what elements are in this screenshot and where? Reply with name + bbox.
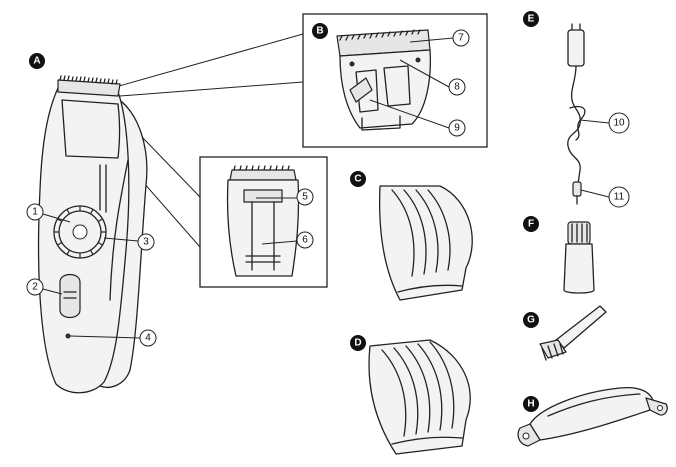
oil-bottle xyxy=(563,221,595,294)
callout-label-3: 3 xyxy=(143,237,149,248)
part-badge-f: F xyxy=(523,216,539,232)
callout-4: 4 xyxy=(139,329,157,347)
callout-3: 3 xyxy=(137,233,155,251)
callout-9: 9 xyxy=(448,119,466,137)
callout-7: 7 xyxy=(452,29,470,47)
callout-label-10: 10 xyxy=(613,118,625,129)
callout-2: 2 xyxy=(26,278,44,296)
callout-6: 6 xyxy=(296,231,314,249)
cleaning-brush xyxy=(539,305,607,361)
part-label-d: D xyxy=(354,338,361,349)
callout-label-2: 2 xyxy=(32,282,38,293)
part-label-e: E xyxy=(528,14,535,25)
callout-label-1: 1 xyxy=(32,207,38,218)
part-label-g: G xyxy=(527,315,535,326)
attachment-detail xyxy=(226,165,300,277)
part-label-f: F xyxy=(528,219,534,230)
callout-10: 10 xyxy=(608,112,630,134)
callout-label-4: 4 xyxy=(145,333,151,344)
trimmer-body xyxy=(37,75,148,394)
callout-8: 8 xyxy=(448,78,466,96)
callout-label-11: 11 xyxy=(614,192,625,203)
blade-teeth xyxy=(59,75,118,85)
blade-detail xyxy=(336,29,432,131)
part-badge-d: D xyxy=(350,335,366,351)
comb-attachment-small xyxy=(379,185,473,301)
part-label-b: B xyxy=(316,26,323,37)
part-badge-e: E xyxy=(523,11,539,27)
leader-lines xyxy=(42,37,610,339)
part-label-a: A xyxy=(33,56,40,67)
comb-attachment-large xyxy=(368,339,471,455)
part-badge-c: C xyxy=(350,171,366,187)
dial-ticks xyxy=(54,206,106,258)
part-badge-g: G xyxy=(523,312,539,328)
part-badge-h: H xyxy=(523,396,539,412)
callout-label-7: 7 xyxy=(458,33,464,44)
callout-5: 5 xyxy=(296,188,314,206)
callout-1: 1 xyxy=(26,203,44,221)
part-badge-a: A xyxy=(29,53,45,69)
callout-11: 11 xyxy=(608,186,630,208)
callout-label-6: 6 xyxy=(302,235,308,246)
callout-label-9: 9 xyxy=(454,123,460,134)
charge-lamp xyxy=(65,333,71,339)
part-label-h: H xyxy=(527,399,534,410)
callout-label-5: 5 xyxy=(302,192,308,203)
ac-adaptor xyxy=(567,23,586,205)
callout-label-8: 8 xyxy=(454,82,460,93)
storage-pouch xyxy=(517,386,668,447)
part-badge-b: B xyxy=(312,23,328,39)
power-switch xyxy=(59,273,81,319)
part-label-c: C xyxy=(354,174,361,185)
